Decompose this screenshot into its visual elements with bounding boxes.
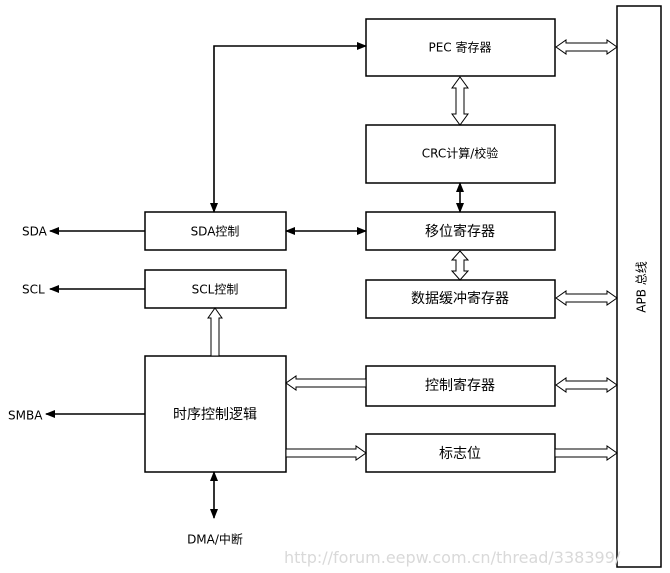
pec-register-box xyxy=(365,18,556,77)
sda-to-pec-wire xyxy=(210,42,367,213)
timing-flag-bus-arrow xyxy=(285,445,367,461)
flag-apb-bus-arrow xyxy=(554,445,618,461)
sda-pin-label: SDA xyxy=(22,225,48,239)
timing-logic-label: 时序控制逻辑 xyxy=(173,407,257,423)
smba-pin-label: SMBA xyxy=(8,409,43,423)
apb-bus-label: APB 总线 xyxy=(635,261,649,313)
pec-apb-bus-arrow xyxy=(555,39,618,55)
watermark: http://forum.eepw.com.cn/thread/338399/ xyxy=(284,548,621,567)
pec-register-label: PEC 寄存器 xyxy=(428,40,491,55)
timing-logic-box xyxy=(144,355,287,473)
shift-buffer-bus-arrow xyxy=(450,250,470,281)
control-apb-bus-arrow xyxy=(555,377,618,393)
data-buffer-label: 数据缓冲寄存器 xyxy=(411,290,509,307)
pec-crc-bus-arrow xyxy=(451,76,469,126)
scl-pin-label: SCL xyxy=(22,283,45,297)
flag-bits-label: 标志位 xyxy=(439,446,481,462)
sda-control-label: SDA控制 xyxy=(191,225,240,239)
apb-bus-box xyxy=(616,5,662,568)
buffer-apb-bus-arrow xyxy=(555,290,618,306)
dma-interrupt-label: DMA/中断 xyxy=(187,532,243,547)
timing-scl-bus-arrow xyxy=(207,307,223,357)
scl-control-label: SCL控制 xyxy=(192,283,239,297)
flag-bits-box xyxy=(365,433,556,473)
control-timing-bus-arrow xyxy=(285,375,367,391)
data-buffer-box xyxy=(365,279,556,319)
crc-label: CRC计算/校验 xyxy=(422,146,499,161)
shift-register-label: 移位寄存器 xyxy=(425,223,495,240)
shift-register-box xyxy=(365,211,556,251)
control-register-label: 控制寄存器 xyxy=(425,377,495,394)
